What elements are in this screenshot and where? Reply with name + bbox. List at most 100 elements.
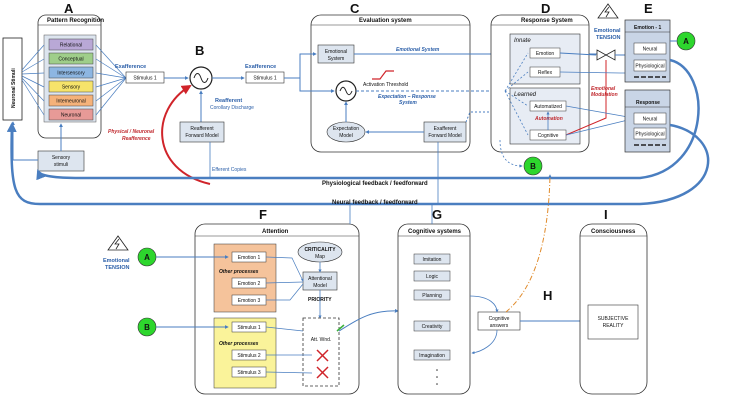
response-neural-label: Neural	[643, 117, 658, 123]
emotional-tension-top-line2: TENSION	[596, 35, 620, 41]
emotion-box-1: Emotion 1	[231, 251, 267, 263]
response-to-connector-b	[499, 139, 523, 168]
pattern-recognition-title: Pattern Recognition	[47, 18, 104, 24]
emotional-system-line2: System	[328, 56, 345, 62]
other-processes-stimuli: Other processes	[219, 341, 259, 347]
pattern-item-label: Sensory	[62, 85, 81, 91]
expectation-model-line2: Model	[339, 133, 353, 139]
learned-box: Learned Automatized Automation Cognitive	[509, 87, 581, 145]
other-processes-emotions: Other processes	[219, 269, 259, 275]
emotional-system-box: Emotional System	[317, 44, 355, 64]
stimulus-box-3: Stimulus 3	[231, 366, 267, 378]
stimulus-left-label: Stimulus 1	[133, 76, 157, 82]
emotion-box-label: Emotion 2	[238, 281, 261, 287]
planning-to-answers-arrow	[469, 295, 499, 313]
section-letter-i: I	[604, 207, 608, 222]
window-to-cognitive-arrow	[338, 308, 399, 332]
attentional-model-line2: Model	[313, 283, 327, 289]
pattern-item-relational: Relational	[48, 38, 94, 51]
automatized-label: Automatized	[534, 104, 562, 110]
emotional-tension-top-line1: Emotional	[594, 28, 621, 34]
stimulus3-to-window-arrow	[265, 371, 313, 374]
emotional-modulation-line2: Modulation	[591, 92, 618, 98]
stimulus-box-label: Stimulus 2	[237, 353, 261, 359]
activation-threshold-icon	[372, 70, 394, 80]
emotion-box-2: Emotion 2	[231, 277, 267, 289]
emotion-physiological-label: Physiological	[635, 64, 664, 70]
cognitive-item-imitation: Imitation	[413, 253, 451, 265]
cognitive-ellipsis	[436, 369, 438, 385]
emotion-box-label: Emotion 3	[238, 298, 261, 304]
lightning-icon-top	[597, 3, 619, 19]
emotion-output-title: Emotion - 1	[634, 25, 661, 31]
stimulus-to-expectation-arrow	[299, 78, 335, 93]
neural-feedback-label: Neural feedback / feedforward	[332, 200, 418, 206]
innate-label: Innate	[514, 38, 531, 44]
stimulus1-to-window-arrow	[265, 326, 304, 332]
neuronal-stimuli-box: Neuronal Stimuli	[2, 37, 23, 121]
lightning-icon-bottom	[107, 235, 129, 251]
activation-threshold-label: Activation Threshold	[363, 82, 408, 88]
emotion3-to-model-arrow	[266, 283, 304, 301]
comparator-b	[189, 66, 213, 90]
emotion-box-label: Emotion 1	[238, 255, 261, 261]
blocked-stimulus3-icon	[316, 366, 329, 379]
cognitive-item-label: Logic	[426, 274, 438, 280]
pattern-item-label: Neuronal	[61, 113, 81, 119]
expectation-model-line1: Expectation	[333, 126, 359, 132]
emotional-tension-bottom-line1: Emotional	[103, 258, 130, 264]
pattern-item-label: Intersensory	[57, 71, 85, 77]
reafferent-model-line1: Reafferent	[190, 126, 214, 132]
cognitive-to-response-arrow	[565, 119, 629, 136]
section-letter-b: B	[195, 43, 204, 58]
physiological-feedback-arrow	[36, 58, 700, 181]
attention-title: Attention	[262, 229, 289, 235]
emotion-to-valve-arrow	[559, 52, 597, 56]
cognitive-to-response-link	[505, 174, 552, 313]
exafferent-model-line1: Exafferent	[434, 126, 457, 132]
physiological-feedback-label: Physiological feedback / feedforward	[322, 181, 428, 187]
emotional-system-arrow-label: Emotional System	[396, 47, 440, 53]
sensory-stimuli-line2: stimuli	[54, 162, 68, 168]
map-label: Map	[315, 254, 325, 260]
section-letter-c: C	[350, 1, 360, 16]
blocked-stimulus2-icon	[316, 349, 329, 362]
efferent-copies-label: Efferent Copies	[212, 167, 247, 173]
stimulus-to-emotional-arrow	[284, 52, 317, 79]
cognitive-item-planning: Planning	[413, 289, 451, 301]
connector-b-top-label: B	[530, 162, 536, 171]
attentional-model-line1: Attentional	[308, 276, 332, 282]
sensory-to-neuronal-arrow	[11, 121, 38, 161]
pattern-item-neuronal: Neuronal	[48, 108, 94, 121]
reafferent-forward-model-box: Reafferent Forward Model	[179, 121, 225, 143]
comparator-c	[335, 80, 357, 102]
reflex-label: Reflex	[538, 70, 553, 76]
pattern-item-label: Interneuronal	[56, 99, 85, 105]
answers-to-imagination-arrow	[471, 329, 498, 355]
stimulus-right-label: Stimulus 1	[253, 76, 277, 82]
emotion-output-panel: Emotion - 1 Neural Physiological	[624, 19, 671, 83]
valve-icon	[596, 49, 616, 61]
connector-a-bottom: A	[137, 247, 157, 267]
connector-b-top: B	[523, 156, 543, 176]
neural-feedback-arrow	[6, 122, 710, 206]
sensory-stimuli-box: Sensory stimuli	[37, 150, 85, 172]
cognitive-item-logic: Logic	[413, 270, 451, 282]
checkmark-icon	[336, 324, 345, 332]
reafferent-model-line2: Forward Model	[185, 133, 218, 139]
section-letter-a: A	[64, 1, 74, 16]
cognitive-answers-line2: answers	[490, 323, 509, 329]
response-output-panel: Response Neural Physiological	[624, 89, 671, 153]
expectation-response-line2: System	[399, 100, 417, 106]
expectation-response-line1: Expectation – Response	[378, 94, 436, 100]
expectation-model-ellipse: Expectation Model	[326, 121, 366, 143]
evaluation-system-title: Evaluation system	[359, 18, 412, 24]
cognitive-item-creativity: Creativity	[413, 320, 451, 332]
cognitive-item-label: Planning	[422, 293, 442, 299]
pattern-item-interneuronal: Interneuronal	[48, 94, 94, 107]
stimulus-box-right: Stimulus 1	[245, 71, 285, 84]
physical-reafference-line1: Physical / Neuronal	[108, 129, 155, 135]
cognitive-systems-panel: Cognitive systems	[397, 223, 471, 395]
learned-label: Learned	[514, 92, 537, 98]
connector-a-bottom-label: A	[144, 253, 150, 262]
